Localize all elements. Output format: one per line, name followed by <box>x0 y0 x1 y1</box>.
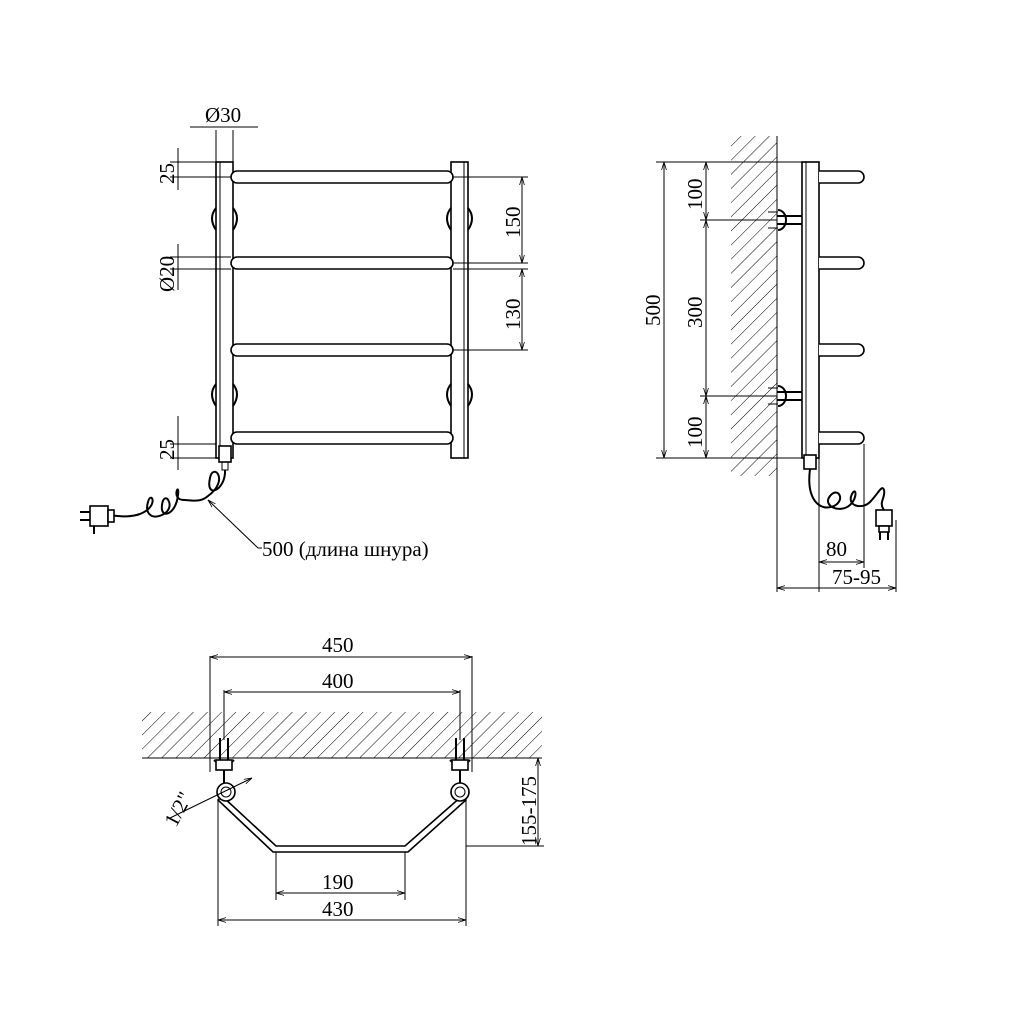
bottom-mount-label: 100 <box>683 417 707 449</box>
left-pipe-end <box>216 782 236 802</box>
right-riser <box>450 161 469 459</box>
total-depth-label: 75-95 <box>832 565 881 589</box>
front-mounts <box>211 207 473 407</box>
side-power-cord <box>808 468 886 511</box>
right-pipe-end <box>450 782 470 802</box>
rail-depth-label: 80 <box>826 537 847 561</box>
rung-2 <box>230 256 454 270</box>
side-wall <box>731 136 777 476</box>
rung-diameter-label: Ø20 <box>155 256 179 292</box>
side-mounts <box>768 209 802 407</box>
front-view: 500 (длина шнура) Ø30 25 Ø20 25 150 130 <box>80 103 528 561</box>
wall-offset-label: 155-175 <box>517 776 541 846</box>
rail-top-profile <box>216 794 468 853</box>
top-wall <box>142 712 542 758</box>
top-mounts <box>213 738 471 786</box>
side-view: 500 100 300 100 80 75-95 <box>641 136 897 592</box>
rungs <box>230 170 454 445</box>
rung-3 <box>230 343 454 357</box>
top-offset-label: 25 <box>155 163 179 184</box>
rung-4 <box>230 431 454 445</box>
total-height-label: 500 <box>641 295 665 327</box>
bottom-width-label: 430 <box>322 897 354 921</box>
side-power-plug <box>875 509 893 540</box>
power-plug <box>80 505 115 534</box>
power-cord <box>109 469 227 518</box>
top-mount-label: 100 <box>683 179 707 211</box>
rung-gap-1-label: 150 <box>501 207 525 239</box>
rung-1 <box>230 170 454 184</box>
top-view: 450 400 1/2" 155-175 190 430 <box>142 633 544 926</box>
left-riser <box>215 161 234 459</box>
cord-length-label: 500 (длина шнура) <box>262 537 429 561</box>
side-rungs <box>819 170 865 445</box>
riser-diameter-label: Ø30 <box>205 103 241 127</box>
thread-size-label: 1/2" <box>159 788 197 831</box>
rung-gap-2-label: 130 <box>501 299 525 331</box>
outer-width-label: 450 <box>322 633 354 657</box>
bottom-offset-label: 25 <box>155 439 179 460</box>
mount-width-label: 400 <box>322 669 354 693</box>
mount-spacing-label: 300 <box>683 297 707 329</box>
inner-bend-label: 190 <box>322 870 354 894</box>
